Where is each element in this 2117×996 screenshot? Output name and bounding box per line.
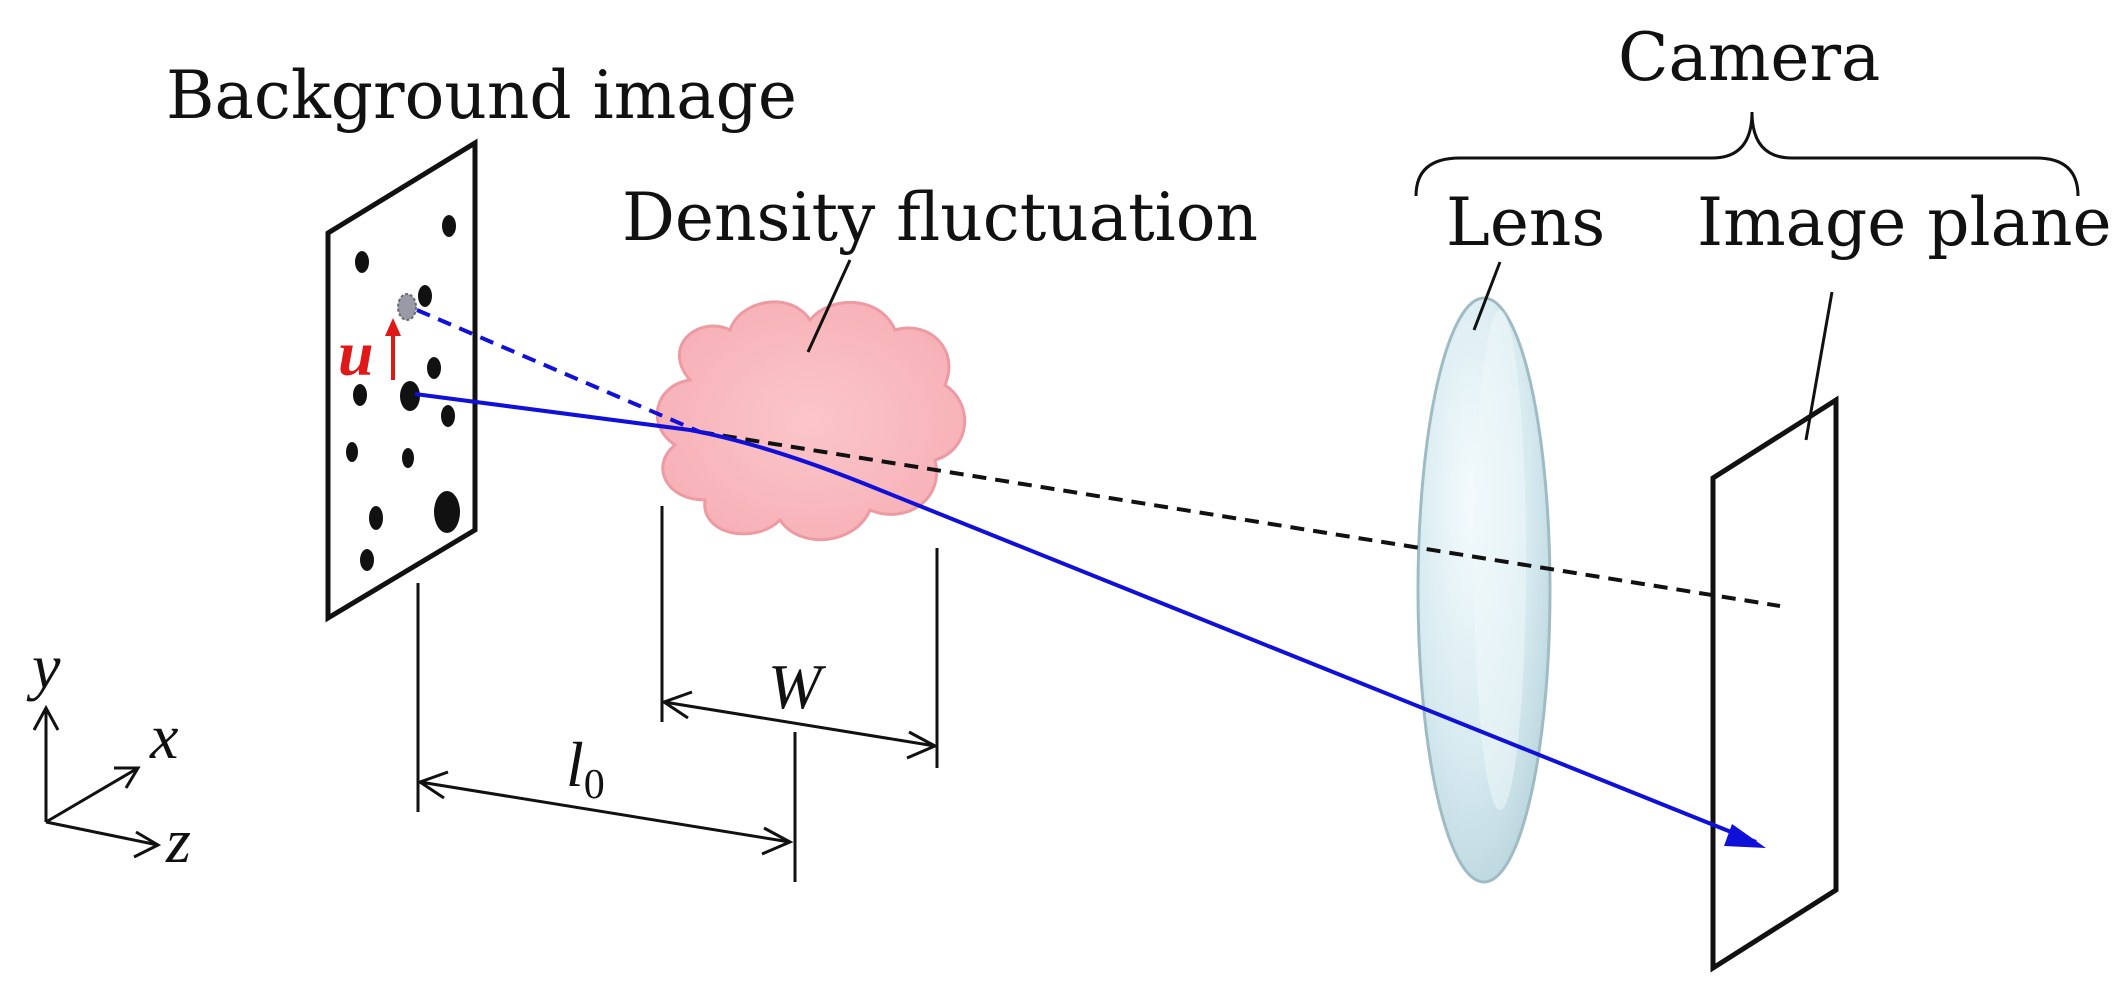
background-image-panel — [325, 138, 478, 623]
axis-y-label: y — [26, 631, 61, 702]
displaced-dot — [397, 293, 417, 321]
axis-x-label: x — [149, 701, 178, 772]
distance-label: l0 — [566, 729, 605, 808]
coordinate-axes — [32, 704, 162, 859]
camera-brace — [1414, 111, 2080, 197]
density-fluctuation-label: Density fluctuation — [622, 179, 1258, 256]
dimension-lines — [416, 506, 939, 882]
camera-label: Camera — [1618, 19, 1880, 96]
image-plane-label: Image plane — [1697, 184, 2112, 261]
density-cloud — [655, 300, 967, 542]
refracted-ray-arrowhead — [1724, 824, 1766, 848]
background-dots — [346, 215, 460, 571]
distance-label-base: l — [566, 729, 584, 800]
displacement-label: u — [338, 318, 374, 389]
lens — [1416, 296, 1552, 884]
distance-label-sub: 0 — [584, 762, 605, 808]
image-plane — [1710, 395, 1839, 973]
leader-lines — [806, 259, 1834, 441]
refracted-ray — [414, 392, 1757, 844]
lens-label: Lens — [1446, 184, 1605, 261]
displacement-vector — [385, 318, 401, 380]
undisturbed-ray-dashed — [416, 308, 701, 434]
axis-z-label: z — [165, 805, 191, 876]
background-image-label: Background image — [166, 57, 797, 134]
width-label: W — [768, 651, 827, 722]
